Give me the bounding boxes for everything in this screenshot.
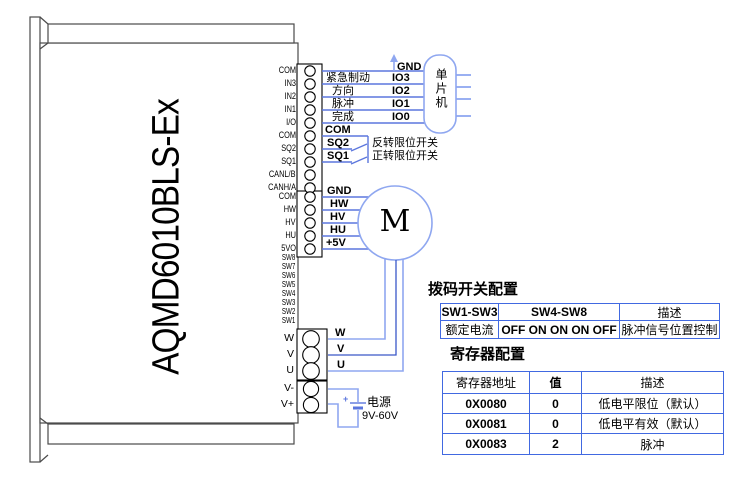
battery-plus-sign: + — [343, 394, 349, 404]
phase-terminals — [302, 330, 320, 380]
phase-u-label: U — [337, 359, 345, 371]
estop-label: 紧急制动 — [326, 72, 370, 84]
pin-label-sw2: SW2 — [281, 307, 295, 316]
dip-cell-pattern: OFF ON ON ON OFF — [498, 320, 619, 338]
gnd-top-label: GND — [397, 61, 422, 73]
gnd-arrow-icon — [390, 54, 398, 71]
io3-label: IO3 — [392, 72, 410, 84]
signal-wires — [322, 70, 427, 163]
pin-label-vminus: V- — [284, 382, 294, 394]
pin-label-in3: IN3 — [284, 78, 296, 88]
dip-col-header-sw13: SW1-SW3 — [441, 305, 498, 319]
sq1-switch-icon — [350, 156, 368, 165]
pin-label-sq1: SQ1 — [281, 156, 296, 166]
reg-desc-0x0083: 脉冲 — [581, 433, 723, 454]
io0-label: IO0 — [392, 111, 410, 123]
pin-label-v: V — [286, 348, 294, 360]
power-supply-label: 电源 — [367, 395, 392, 409]
phase-wires — [328, 259, 404, 372]
dip-col-header-desc: 描述 — [619, 304, 719, 320]
reg-col-header-desc: 描述 — [581, 372, 723, 393]
terminal-blocks — [296, 63, 328, 414]
hall-5v-label: +5V — [326, 237, 346, 249]
mcu-label: 单片机 — [434, 68, 448, 110]
reg-addr-0x0081: 0X0081 — [443, 413, 529, 433]
dip-col-header-sw48: SW4-SW8 — [498, 304, 619, 320]
hall-hu-label: HU — [330, 224, 346, 236]
reg-addr-0x0083: 0X0083 — [443, 433, 529, 454]
pin-label-canlb: CANL/B — [269, 169, 296, 179]
power-terminals — [302, 380, 320, 414]
io2-label: IO2 — [392, 85, 410, 97]
pin-label-sw8: SW8 — [281, 253, 295, 262]
pin-label-canha: CANH/A — [268, 182, 296, 192]
done-label: 完成 — [332, 111, 354, 123]
pin-label-in2: IN2 — [284, 91, 296, 101]
pin-label-hw: HW — [283, 204, 296, 214]
power-wires — [328, 388, 359, 428]
io1-label: IO1 — [392, 98, 410, 110]
hall-terminals — [304, 191, 316, 255]
pin-label-hu: HU — [285, 230, 296, 240]
reg-desc-0x0080: 低电平限位（默认） — [581, 393, 723, 413]
pin-label-5vo: 5VO — [281, 243, 296, 253]
pin-label-sw3: SW3 — [281, 298, 295, 307]
hall-gnd-label: GND — [327, 185, 352, 197]
pin-label-sw4: SW4 — [281, 289, 295, 298]
pin-label-io: I/O — [286, 117, 296, 127]
dip-cell-current: 额定电流 — [441, 320, 498, 338]
pin-label-sw1: SW1 — [281, 316, 295, 325]
register-table-title: 寄存器配置 — [450, 346, 526, 363]
device-model-label: AQMD6010BLS-Ex — [145, 99, 188, 375]
sq2-switch-icon — [350, 143, 368, 152]
register-table: 寄存器地址 值 描述 0X0080 0 低电平限位（默认） 0X0081 0 低… — [442, 371, 724, 455]
pin-label-com1: COM — [278, 65, 296, 75]
pin-label-com2: COM — [278, 130, 296, 140]
com-wire-label: COM — [325, 124, 351, 136]
hall-hw-label: HW — [330, 198, 349, 210]
pin-label-w: W — [284, 332, 294, 344]
sq1-wire-label: SQ1 — [327, 150, 350, 162]
motor-letter: M — [379, 204, 411, 240]
reg-desc-0x0081: 低电平有效（默认） — [581, 413, 723, 433]
reverse-limit-switch-label: 反转限位开关 — [372, 137, 438, 149]
signal-terminals — [304, 65, 316, 194]
pin-label-sw5: SW5 — [281, 280, 295, 289]
reg-val-0x0081: 0 — [529, 413, 581, 433]
mounting-plate — [29, 16, 41, 463]
motor-circle — [357, 185, 433, 261]
pin-label-u: U — [286, 364, 294, 376]
direction-label: 方向 — [332, 85, 354, 97]
bottom-flange — [47, 423, 295, 445]
pin-label-hv: HV — [285, 217, 296, 227]
battery-icon — [350, 402, 366, 410]
pin-label-in1: IN1 — [284, 104, 296, 114]
pin-label-sq2: SQ2 — [281, 143, 296, 153]
hall-hv-label: HV — [330, 211, 346, 223]
forward-limit-switch-label: 正转限位开关 — [372, 150, 438, 162]
reg-addr-0x0080: 0X0080 — [443, 393, 529, 413]
power-supply-range: 9V-60V — [362, 410, 399, 422]
mcu-capsule — [423, 54, 457, 134]
pulse-label: 脉冲 — [332, 98, 354, 110]
phase-w-label: W — [335, 327, 346, 339]
reg-col-header-val: 值 — [529, 372, 581, 393]
top-flange — [47, 23, 295, 44]
reg-col-header-addr: 寄存器地址 — [455, 376, 516, 390]
mcu-stub-wires — [456, 74, 471, 117]
phase-v-label: V — [337, 343, 345, 355]
pin-label-sw6: SW6 — [281, 271, 295, 280]
pin-label-com3: COM — [278, 191, 296, 201]
dip-switch-table: SW1-SW3 SW4-SW8 描述 额定电流 OFF ON ON ON OFF… — [440, 303, 720, 339]
hall-wires — [322, 196, 370, 250]
limit-switch-symbols — [350, 143, 368, 165]
reg-val-0x0080: 0 — [529, 393, 581, 413]
dip-cell-desc: 脉冲信号位置控制 — [619, 320, 719, 338]
sq2-wire-label: SQ2 — [327, 137, 350, 149]
dip-table-title: 拨码开关配置 — [428, 281, 519, 298]
reg-val-0x0083: 2 — [529, 433, 581, 454]
pin-label-vplus: V+ — [280, 398, 294, 410]
pin-label-sw7: SW7 — [281, 262, 295, 271]
